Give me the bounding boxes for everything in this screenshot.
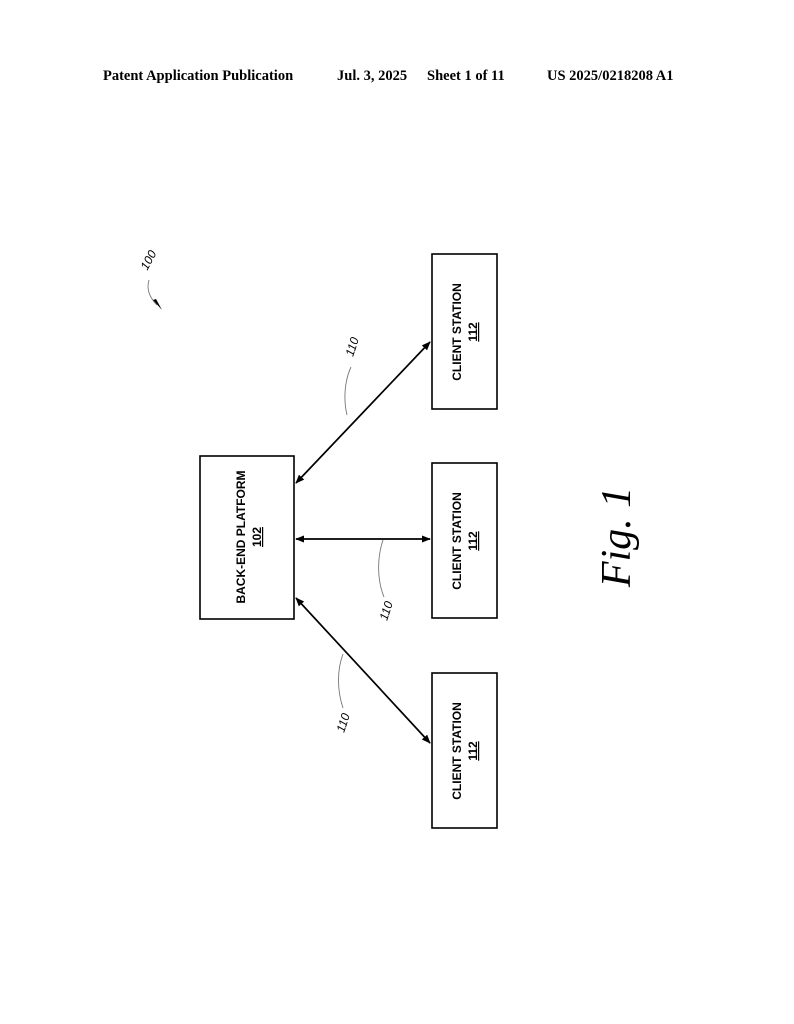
publication-date: Jul. 3, 2025: [337, 68, 408, 84]
client-station-outline: [431, 253, 498, 410]
backend-platform-ref: 102: [250, 527, 264, 547]
client-station-ref: 112: [466, 322, 480, 342]
link-reference-middle: 110: [377, 539, 396, 622]
system-ref-arrowhead: [153, 299, 162, 310]
system-ref-leader: [147, 279, 158, 306]
link-ref-leader: [344, 366, 352, 416]
client-station-ref: 112: [466, 741, 480, 761]
backend-platform-box: BACK-END PLATFORM 102: [199, 455, 295, 620]
figure-caption: Fig. 1: [594, 487, 640, 588]
backend-platform-label: BACK-END PLATFORM: [234, 470, 248, 603]
client-station-outline: [431, 462, 498, 619]
link-ref-leader: [378, 539, 385, 598]
link-ref-number: 110: [343, 335, 362, 358]
sheet-number: Sheet 1 of 11: [427, 68, 505, 84]
link-reference-top: 110: [343, 335, 362, 416]
client-station-label: CLIENT STATION: [450, 492, 464, 590]
client-station-label: CLIENT STATION: [450, 702, 464, 800]
link-ref-leader: [338, 653, 344, 709]
connection-arrow-bottom: [295, 597, 431, 744]
client-station-outline: [431, 672, 498, 829]
page-header: Patent Application Publication Jul. 3, 2…: [0, 68, 794, 88]
client-station-label: CLIENT STATION: [450, 283, 464, 381]
publication-number: US 2025/0218208 A1: [547, 68, 674, 84]
client-station-box: CLIENT STATION 112: [431, 253, 498, 410]
link-reference-bottom: 110: [334, 653, 353, 734]
connection-arrow-top: [295, 341, 431, 484]
client-station-box: CLIENT STATION 112: [431, 672, 498, 829]
link-ref-number: 110: [334, 711, 353, 734]
link-ref-number: 110: [377, 599, 396, 622]
client-station-box: CLIENT STATION 112: [431, 462, 498, 619]
backend-platform-outline: [199, 455, 295, 620]
publication-label: Patent Application Publication: [103, 68, 294, 84]
system-reference: 100: [138, 248, 162, 310]
system-ref-number: 100: [138, 248, 160, 273]
client-station-ref: 112: [466, 531, 480, 551]
